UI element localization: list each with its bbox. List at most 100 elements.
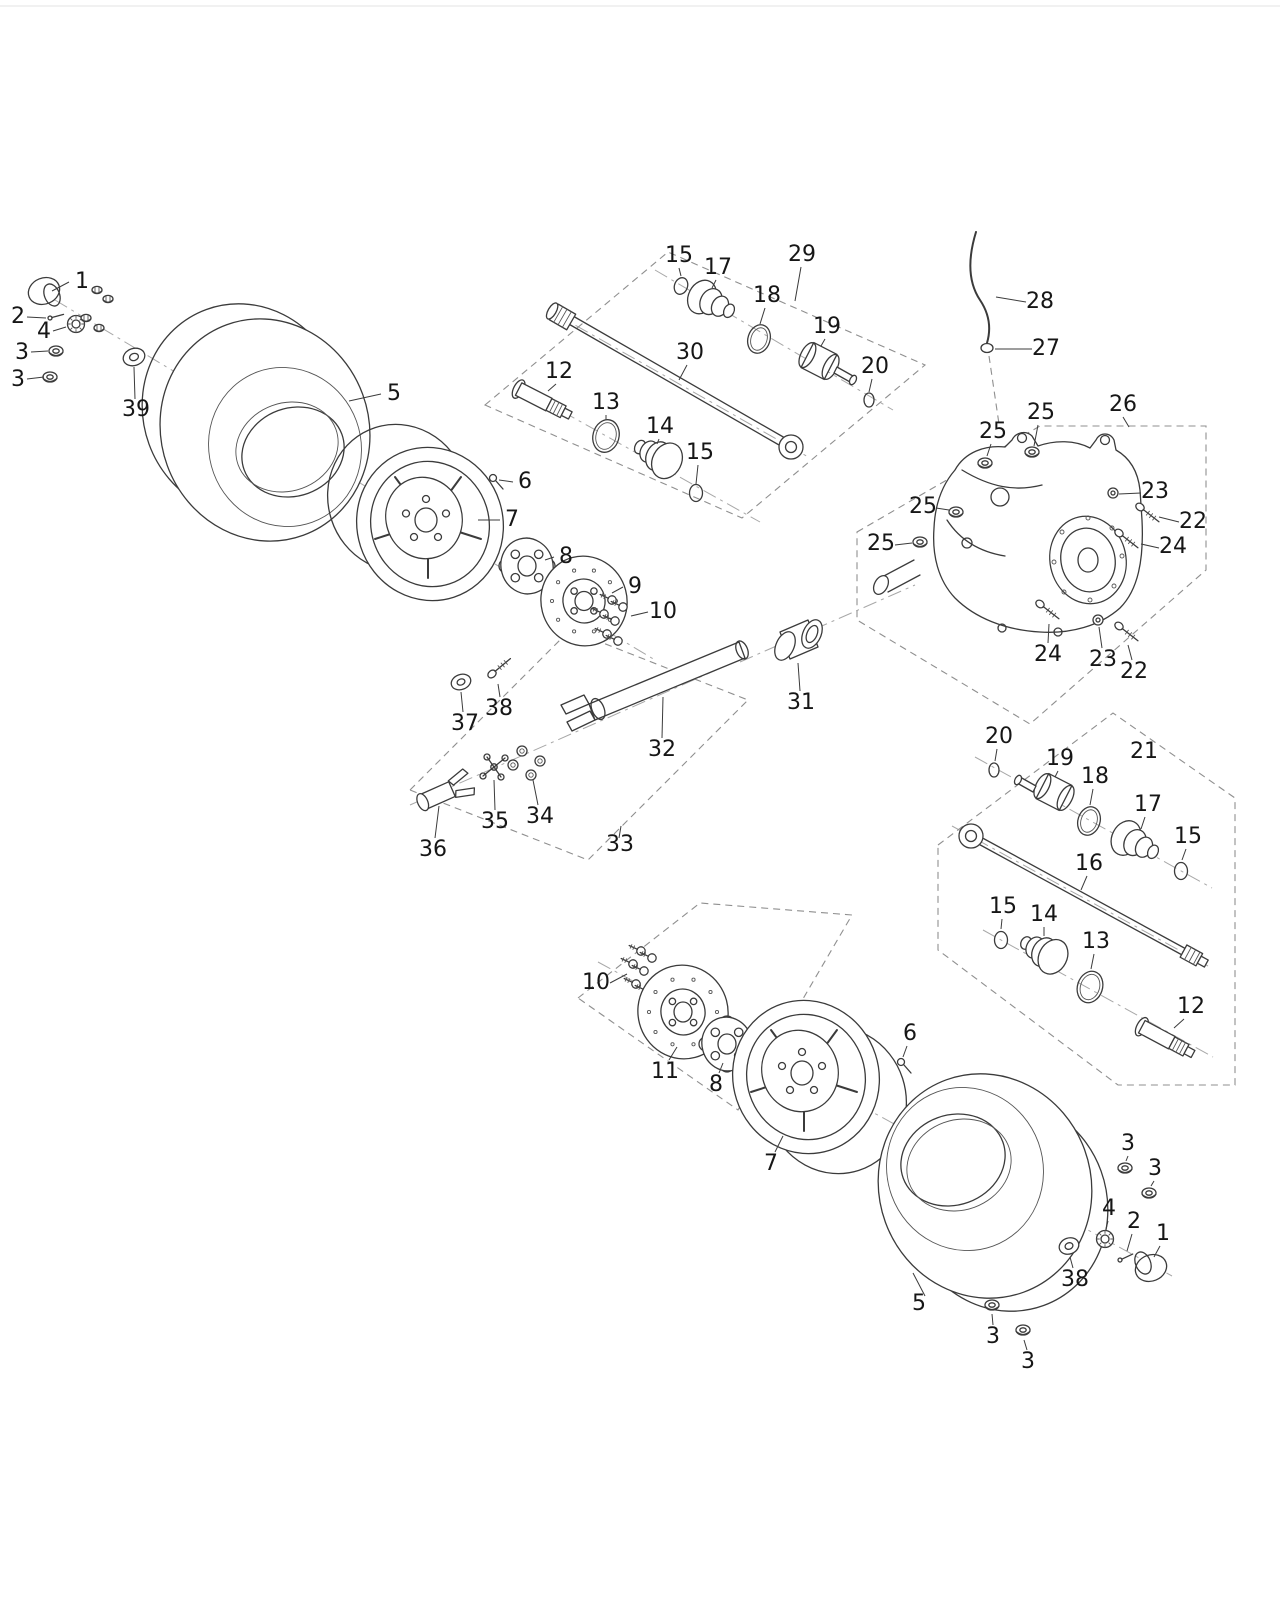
callout-label-22: 22 bbox=[1179, 509, 1207, 534]
callout-label-4: 4 bbox=[37, 319, 51, 344]
hose-clip bbox=[980, 342, 994, 354]
callout-leader bbox=[497, 683, 501, 698]
callout-leader bbox=[1127, 644, 1133, 661]
callout-leader bbox=[1140, 816, 1146, 830]
callout-label-3: 3 bbox=[1121, 1131, 1135, 1156]
rear-gearcase bbox=[872, 231, 1162, 645]
callout-leader bbox=[1153, 1245, 1161, 1258]
front-cv-axle bbox=[511, 277, 875, 503]
callout-leader bbox=[868, 378, 873, 393]
callout-label-15: 15 bbox=[1174, 824, 1202, 849]
callout-label-3: 3 bbox=[11, 367, 25, 392]
gearcase-detail bbox=[946, 432, 1111, 637]
callout-label-13: 13 bbox=[592, 390, 620, 415]
cv-boot bbox=[633, 439, 684, 480]
callout-label-28: 28 bbox=[1026, 289, 1054, 314]
input-yoke bbox=[872, 559, 921, 595]
callout-label-10: 10 bbox=[649, 599, 677, 624]
callout-label-35: 35 bbox=[481, 809, 509, 834]
callout-label-31: 31 bbox=[787, 690, 815, 715]
callout-leader bbox=[1181, 848, 1187, 861]
callout-leader bbox=[1150, 1180, 1155, 1187]
mount-nut bbox=[977, 457, 993, 469]
callout-leader bbox=[630, 611, 649, 617]
rear-tire bbox=[877, 1073, 1109, 1312]
gearcase-cover bbox=[1049, 515, 1127, 605]
callout-leader bbox=[460, 691, 464, 713]
snap-ring bbox=[988, 762, 1000, 778]
callout-label-1: 1 bbox=[75, 269, 89, 294]
callout-label-17: 17 bbox=[1134, 792, 1162, 817]
callout-leader bbox=[544, 556, 555, 561]
callout-leader bbox=[774, 1135, 784, 1153]
snap-ring bbox=[1173, 861, 1189, 881]
snap-ring bbox=[673, 277, 689, 295]
callout-leader bbox=[493, 779, 496, 811]
snap-ring bbox=[993, 930, 1009, 950]
boot-band bbox=[1076, 970, 1104, 1004]
dust-cap bbox=[27, 276, 61, 307]
front-left-wheel bbox=[326, 423, 505, 602]
callout-label-7: 7 bbox=[505, 507, 519, 532]
hub-bolt bbox=[488, 473, 504, 490]
cv-boot bbox=[686, 279, 736, 319]
callout-leader bbox=[1098, 626, 1103, 649]
callout-label-3: 3 bbox=[1021, 1349, 1035, 1374]
lug-nut bbox=[42, 371, 58, 383]
callout-label-16: 16 bbox=[1075, 851, 1103, 876]
mount-nut bbox=[1024, 446, 1040, 458]
callout-leader bbox=[52, 326, 67, 332]
front-wheel-hub bbox=[498, 537, 556, 595]
group-box-26 bbox=[856, 425, 1207, 725]
callout-label-17: 17 bbox=[704, 255, 732, 280]
callout-leader bbox=[498, 479, 514, 483]
u-joint-cross bbox=[479, 753, 509, 781]
callout-label-9: 9 bbox=[628, 574, 642, 599]
callout-leader bbox=[718, 1062, 724, 1074]
rear-right-fasteners bbox=[984, 1162, 1168, 1336]
stub-shaft bbox=[511, 379, 573, 420]
callout-label-1: 1 bbox=[1156, 1221, 1170, 1246]
callout-label-12: 12 bbox=[1177, 994, 1205, 1019]
callout-label-25: 25 bbox=[1027, 400, 1055, 425]
callout-leader bbox=[1173, 1018, 1185, 1029]
callout-label-14: 14 bbox=[646, 414, 674, 439]
lug-holes bbox=[401, 494, 451, 542]
callout-label-15: 15 bbox=[989, 894, 1017, 919]
washer bbox=[1058, 1237, 1080, 1255]
callout-label-29: 29 bbox=[788, 242, 816, 267]
group-box-29 bbox=[483, 251, 927, 519]
callout-label-21: 21 bbox=[1130, 739, 1158, 764]
wheel-stud bbox=[91, 285, 103, 295]
callout-label-12: 12 bbox=[545, 359, 573, 384]
callout-leader bbox=[1033, 424, 1039, 447]
callout-label-38: 38 bbox=[485, 696, 513, 721]
callout-leader bbox=[661, 696, 664, 739]
breather-hose bbox=[969, 231, 991, 344]
callout-leader bbox=[434, 805, 440, 839]
callout-leader bbox=[1140, 543, 1160, 549]
stub-shaft bbox=[1134, 1016, 1196, 1059]
disc-vent-holes bbox=[549, 568, 619, 634]
callout-label-37: 37 bbox=[451, 711, 479, 736]
callout-leader bbox=[797, 662, 801, 692]
callout-label-11: 11 bbox=[651, 1059, 679, 1084]
snap-ring bbox=[688, 483, 704, 503]
callout-label-7: 7 bbox=[764, 1151, 778, 1176]
callout-leader bbox=[1023, 1339, 1028, 1351]
hub-bolt bbox=[896, 1057, 912, 1074]
callout-label-14: 14 bbox=[1030, 902, 1058, 927]
callout-leader bbox=[894, 542, 913, 546]
callout-leader bbox=[1125, 1155, 1129, 1162]
rear-wheel bbox=[731, 999, 908, 1175]
callout-leader bbox=[1047, 623, 1050, 644]
callout-label-15: 15 bbox=[686, 440, 714, 465]
callout-label-8: 8 bbox=[559, 544, 573, 569]
washer bbox=[1107, 487, 1119, 499]
callout-leader bbox=[30, 350, 49, 353]
callout-label-38: 38 bbox=[1061, 1267, 1089, 1292]
callout-label-23: 23 bbox=[1141, 479, 1169, 504]
front-left-fasteners bbox=[27, 276, 146, 383]
group-boxes bbox=[409, 251, 1236, 1111]
